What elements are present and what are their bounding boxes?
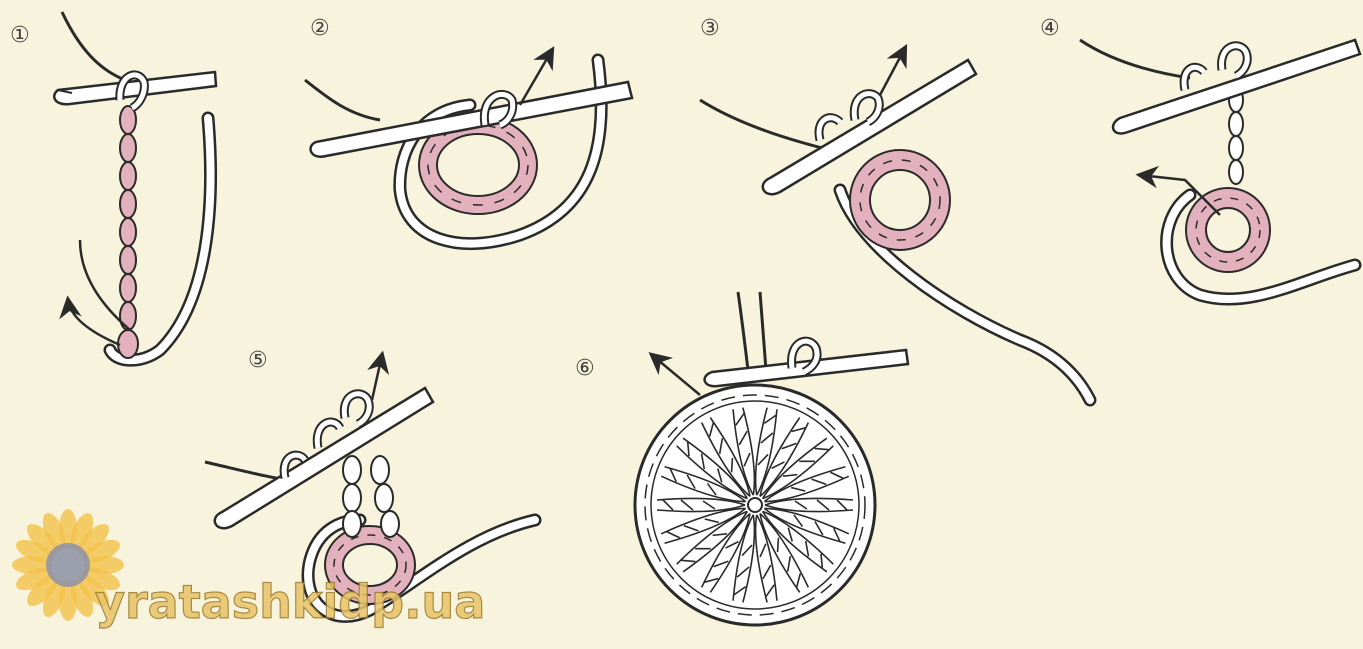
step-6-number: ⑥ (575, 356, 595, 381)
step-6-illustration (635, 292, 908, 625)
step-1-number: ① (10, 23, 30, 48)
watermark-text: yratashkidp.ua (95, 575, 485, 629)
step-5-chain (343, 456, 399, 537)
step-5-number: ⑤ (248, 348, 268, 373)
step-1-illustration (54, 12, 216, 360)
step-3-number: ③ (700, 16, 720, 41)
step-5-hook (215, 388, 433, 528)
step-6-motif (635, 385, 875, 625)
step-2-number: ② (310, 16, 330, 41)
step-4-number: ④ (1040, 16, 1060, 41)
step-4-chain (1229, 88, 1243, 184)
step-4-illustration (1080, 40, 1360, 299)
step-2-ring (428, 125, 528, 205)
step-3-ring (860, 160, 940, 240)
step-2-hook (311, 82, 632, 157)
step-4-ring (1196, 198, 1260, 262)
step-2-illustration (305, 50, 632, 244)
step-3-illustration (700, 48, 1090, 400)
